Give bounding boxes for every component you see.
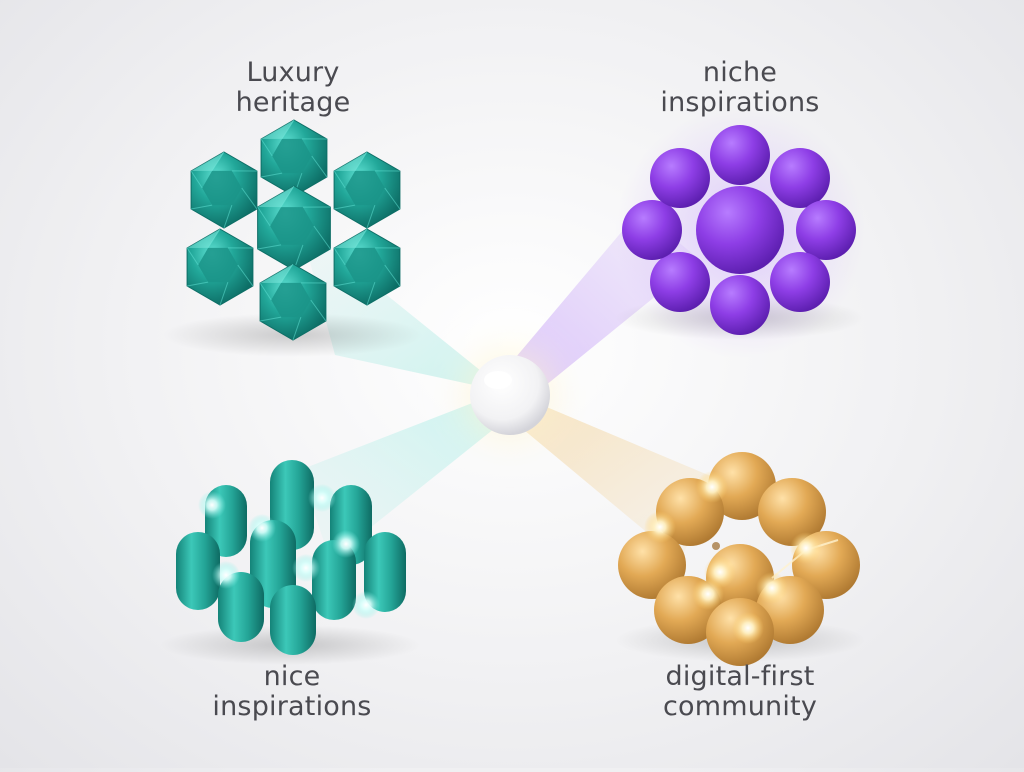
teal-sparkle-7 <box>198 491 226 519</box>
purple-sphere-center <box>696 186 784 274</box>
label-niche-inspirations: niche inspirations <box>630 58 850 118</box>
gold-sparkle-6 <box>692 578 724 610</box>
label-digital-first-community-line2: community <box>630 692 850 722</box>
teal-sparkle-3 <box>308 484 336 512</box>
gem-3 <box>334 152 400 228</box>
purple-sphere-5 <box>710 275 770 335</box>
gold-sparkle-2 <box>644 511 676 543</box>
purple-sphere-7 <box>622 200 682 260</box>
hub-orb <box>470 355 550 435</box>
teal-sparkle-1 <box>248 514 276 542</box>
purple-sphere-6 <box>650 252 710 312</box>
teal-sparkle-6 <box>332 530 360 558</box>
gold-sparkle-1 <box>696 471 728 503</box>
label-luxury-heritage-line2: heritage <box>193 88 393 118</box>
hub-orb-highlight <box>484 371 512 389</box>
hub-layer <box>440 325 580 465</box>
teal-sparkle-5 <box>352 591 380 619</box>
gem-1 <box>261 120 327 196</box>
label-luxury-heritage-line1: Luxury <box>193 58 393 88</box>
label-nice-inspirations: nice inspirations <box>182 662 402 722</box>
gold-sparkle-5 <box>756 572 788 604</box>
gem-2 <box>191 152 257 228</box>
label-niche-inspirations-line1: niche <box>630 58 850 88</box>
purple-sphere-8 <box>650 148 710 208</box>
teal-sparkle-2 <box>212 561 240 589</box>
gold-sparkle-7 <box>732 612 764 644</box>
label-niche-inspirations-line2: inspirations <box>630 88 850 118</box>
cluster-niche-inspirations <box>615 108 865 358</box>
label-nice-inspirations-line2: inspirations <box>182 692 402 722</box>
purple-sphere-2 <box>770 148 830 208</box>
capsule-9 <box>270 585 316 655</box>
purple-sphere-4 <box>770 252 830 312</box>
gem-5 <box>187 229 253 305</box>
teal-sparkle-4 <box>292 554 320 582</box>
gold-sparkle-3 <box>790 532 822 564</box>
label-luxury-heritage: Luxury heritage <box>193 58 393 118</box>
gold-dot <box>712 542 720 550</box>
purple-sphere-3 <box>796 200 856 260</box>
purple-sphere-1 <box>710 125 770 185</box>
label-nice-inspirations-line1: nice <box>182 662 402 692</box>
label-digital-first-community-line1: digital-first <box>630 662 850 692</box>
label-digital-first-community: digital-first community <box>630 662 850 722</box>
